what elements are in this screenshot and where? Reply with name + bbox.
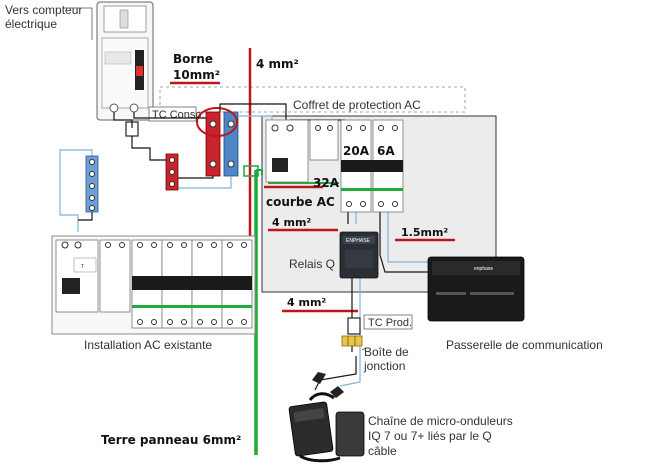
tc-prod-sensor [347,317,361,335]
boite-label-line1: Boîte de [364,345,409,359]
borne-label-line2: 10mm² [173,68,220,82]
meter-label-line1: Vers compteur [5,3,82,17]
borne-label-line1: Borne [173,52,213,66]
borne-highlight-circle [196,107,238,137]
chaine-label-line1: Chaîne de micro-onduleurs [368,414,513,428]
junction-box [341,335,363,347]
breaker-32a-label: 32A [313,176,340,190]
wire-15mm-label: 1.5mm² [401,226,448,239]
chaine-label-line2: IQ 7 ou 7+ liés par le Q [368,429,492,443]
wire-4mm-b-label: 4 mm² [287,296,326,309]
installation-label: Installation AC existante [84,338,212,352]
coffret-dashed-outline [159,86,466,113]
gateway-brand-label: enphase [474,266,493,272]
boite-label-line2: jonction [363,359,405,373]
relais-q-label: Relais Q [289,257,335,271]
coffret-breakers [265,119,404,213]
svg-text:T: T [81,264,84,270]
tc-prod-box [363,314,413,330]
top-wire-label: 4 mm² [256,57,299,71]
chaine-label-line3: câble [368,444,397,458]
electric-meter [96,1,154,121]
breaker-20a-label: 20A [343,144,370,158]
relay-brand-label: ENPHASE [346,238,371,244]
relais-q-device: ENPHASE [339,231,379,279]
tc-prod-label: TC Prod. [368,317,412,329]
meter-label-line2: électrique [5,17,57,31]
terre-label: Terre panneau 6mm² [101,433,241,447]
terminal-strip [85,153,179,213]
courbe-ac-label: courbe AC [266,195,335,209]
installation-ac-panel: T [51,235,256,335]
breaker-6a-label: 6A [377,144,395,158]
coffret-label: Coffret de protection AC [293,98,421,112]
wire-4mm-a-label: 4 mm² [272,216,311,229]
passerelle-label: Passerelle de communication [446,338,603,352]
communication-gateway: enphase [427,256,525,322]
borne-terminals [205,111,239,177]
micro-inverters [288,372,365,463]
meter-pointer [62,7,93,40]
